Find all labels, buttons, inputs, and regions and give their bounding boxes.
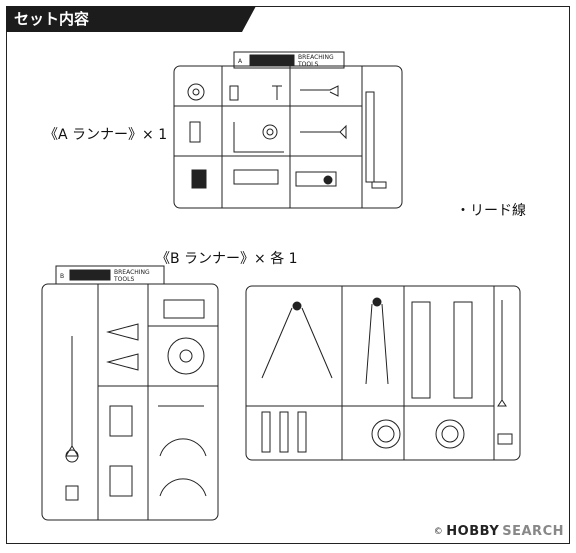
section-header: セット内容 (6, 6, 256, 32)
runner-a-diagram: A BREACHING TOOLS (173, 51, 403, 209)
runner-b-right-diagram (245, 285, 521, 461)
runner-a-tag-line2: TOOLS (297, 61, 318, 68)
watermark-brand: HOBBY (446, 524, 500, 539)
watermark-search: SEARCH (502, 524, 564, 539)
runner-b-tag-line1: BREACHING (114, 269, 150, 276)
runner-a-label: 《A ランナー》× 1 (44, 127, 168, 143)
lead-wire-label: ・リード線 (456, 203, 526, 219)
runner-a-tag-letter: A (238, 58, 243, 65)
runner-b-left-diagram: B BREACHING TOOLS (41, 265, 219, 521)
hobby-search-watermark: © HOBBY SEARCH (434, 524, 564, 539)
content-frame (6, 6, 570, 544)
runner-b-label: 《B ランナー》× 各 1 (156, 251, 298, 267)
runner-a-tag-line1: BREACHING (298, 54, 334, 61)
runner-b-tag-letter: B (60, 273, 64, 280)
runner-b-tag-line2: TOOLS (113, 276, 134, 283)
copyright-mark: © (433, 526, 444, 537)
